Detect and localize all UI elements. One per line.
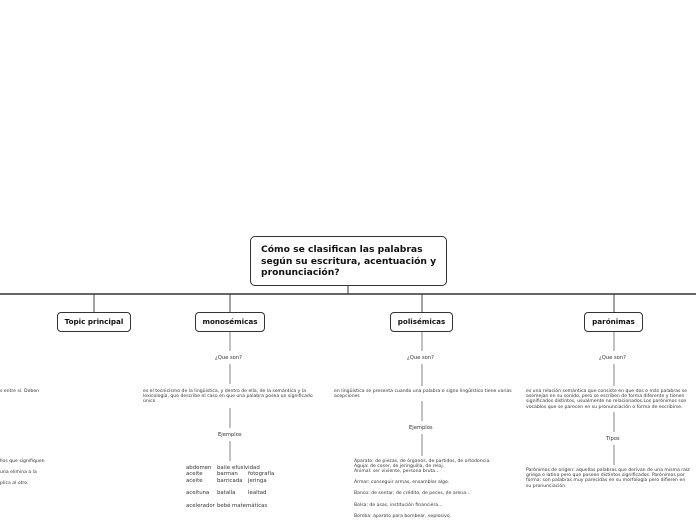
paro-types-text[interactable]: Parónimos de origen: aquellas palabras q… <box>526 468 690 489</box>
left-fragment-1: s entre sí. Deben <box>0 389 40 394</box>
mono-ex-1-1: barman <box>217 471 238 477</box>
mono-ex-4-1: bebé <box>217 503 231 509</box>
poli-definition[interactable]: en lingüística se presenta cuando una pa… <box>334 389 512 400</box>
paro-definition[interactable]: es una relación semántica que consiste e… <box>526 389 688 410</box>
monosemicas-node[interactable]: monosémicas <box>195 312 265 332</box>
topic-principal-label: Topic principal <box>64 317 124 326</box>
mono-ex-4-0: acelerador <box>186 503 215 509</box>
mono-definition[interactable]: es el tecnicismo de la lingüística, y de… <box>143 389 313 405</box>
left-fragment-4: plica al otro. <box>0 481 29 486</box>
mono-ex-4-2: matemáticas <box>232 503 268 509</box>
poli-example-3: Armar: conseguir armas, ensamblar algo. <box>354 480 450 485</box>
polisemicas-node[interactable]: polisémicas <box>390 312 453 332</box>
mono-ex-3-2: lealtad <box>248 490 267 496</box>
mono-examples-label[interactable]: Ejemplos <box>218 432 242 438</box>
left-fragment-3: una elimina a la <box>0 470 37 475</box>
mono-ex-0-2: efusividad <box>232 465 260 471</box>
mono-ex-3-1: batalla <box>217 490 236 496</box>
left-fragment-2: llos que signifiquen <box>0 459 45 464</box>
mono-ex-0-0: abdomen <box>186 465 212 471</box>
paronimas-label: parónimas <box>592 317 635 326</box>
poli-example-5: Bolsa: de asas, institución financiera..… <box>354 503 443 508</box>
poli-example-4: Banco: de sentar, de crédito, de peces, … <box>354 491 471 496</box>
mono-examples-grid[interactable]: abdomen baile efusividad aceite barman f… <box>186 465 296 515</box>
central-topic-text: Cómo se clasifican las palabras según su… <box>261 244 437 278</box>
poli-example-0: Aparato: de piezas, de órganos, de parti… <box>354 459 491 464</box>
paro-question-label[interactable]: ¿Que son? <box>599 355 626 361</box>
poli-example-1: Aguja: de coser, de jeringuilla, de relo… <box>354 464 445 469</box>
polisemicas-label: polisémicas <box>397 317 446 326</box>
poli-examples-label[interactable]: Ejemplos <box>409 425 433 431</box>
poli-example-6: Bomba: aparato para bombear, explosivo. <box>354 514 452 519</box>
poli-example-2: Animal: ser viviente, persona bruta... <box>354 469 440 474</box>
mono-ex-2-2: jeringa <box>248 478 267 484</box>
paro-types-label[interactable]: Tipos <box>606 436 620 442</box>
monosemicas-label: monosémicas <box>202 317 258 326</box>
mono-ex-1-2: fotografía <box>248 471 275 477</box>
mono-ex-1-0: aceite <box>186 471 203 477</box>
mono-ex-2-0: aceite <box>186 478 203 484</box>
paronimas-node[interactable]: parónimas <box>584 312 643 332</box>
central-topic-node[interactable]: Cómo se clasifican las palabras según su… <box>250 236 447 286</box>
mono-ex-0-1: baile <box>217 465 231 471</box>
topic-principal-node[interactable]: Topic principal <box>57 312 131 332</box>
mono-ex-3-0: aceituna <box>186 490 210 496</box>
poli-question-label[interactable]: ¿Que son? <box>407 355 434 361</box>
mono-ex-2-1: barricada <box>217 478 243 484</box>
mono-question-label[interactable]: ¿Que son? <box>215 355 242 361</box>
